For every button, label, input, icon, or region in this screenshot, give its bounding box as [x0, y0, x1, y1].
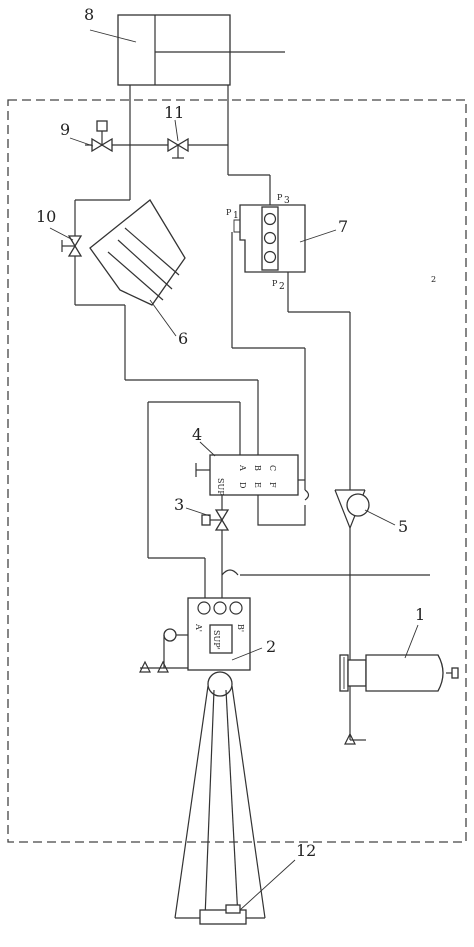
regulator-6-diag2 [117, 239, 173, 290]
valve-2-port2 [213, 601, 227, 615]
regulator-6-diag1 [107, 251, 164, 301]
valve-10: 10 [36, 207, 83, 257]
port-d: D [238, 482, 247, 488]
label-7: 7 [338, 217, 348, 236]
check-valve-5: 5 [334, 489, 408, 536]
port-p3-letter: P [277, 193, 283, 202]
valve-3: 3 [174, 495, 230, 598]
exhaust-triangle-2 [157, 660, 169, 673]
port-p2-letter: P [272, 279, 278, 288]
rope-inner-left [204, 689, 215, 919]
rope-outer-left [174, 685, 209, 919]
valve-11-right [176, 137, 189, 153]
label-8: 8 [84, 5, 94, 24]
valve-2-tag: SUP' [212, 630, 221, 650]
pipe-4-e-f [257, 495, 306, 526]
source-1-tip [451, 667, 459, 679]
block-4-tag: SUP [216, 478, 225, 496]
label-3: 3 [174, 495, 184, 514]
check-5-ball [346, 493, 370, 517]
rope-inner-right [225, 689, 239, 919]
valve-3-bottom [214, 518, 230, 531]
pressure-block-7: P 1 P 2 P 3 7 [226, 193, 348, 292]
port-a-prime: A' [194, 623, 203, 632]
label-1: 1 [415, 605, 425, 624]
label-10: 10 [36, 207, 56, 226]
label-2: 2 [266, 637, 276, 656]
label-9: 9 [60, 120, 70, 139]
leader-4 [199, 441, 216, 457]
leader-10 [49, 227, 74, 241]
pipe-hop [221, 569, 239, 576]
source-1-body [365, 654, 444, 692]
leader-5 [364, 509, 396, 526]
label-12: 12 [296, 841, 316, 860]
leader-2 [231, 647, 263, 661]
valve-2-port1 [197, 601, 211, 615]
leader-12 [239, 859, 296, 911]
port-p2-sub: 2 [279, 282, 285, 292]
regulator-6: 6 [89, 199, 188, 348]
dashed-boundary [7, 99, 467, 843]
port-p1-sub: 1 [233, 211, 239, 221]
valve-3-top [214, 509, 230, 522]
valve-2-port3 [229, 601, 243, 615]
regulator-6-body [89, 199, 186, 306]
label-6: 6 [178, 329, 188, 348]
valve-9-left [91, 137, 104, 153]
source-1-collar [347, 659, 367, 687]
pedal-12: 12 [174, 685, 316, 925]
valve-9-actuator [96, 120, 108, 132]
port-e: E [253, 482, 262, 488]
air-source-1: 1 [339, 605, 459, 745]
block-7-port2 [263, 231, 277, 245]
valve-11-left [167, 137, 180, 153]
pedal-12-knob [225, 904, 241, 914]
port-p3-sub: 3 [284, 196, 290, 206]
valve-11: 11 [164, 103, 189, 159]
block-7-port3 [263, 250, 277, 264]
leader-3 [185, 507, 211, 517]
port-b-prime: B' [236, 624, 245, 632]
leader-9 [69, 137, 94, 147]
label-4: 4 [192, 425, 202, 444]
port-p1-letter: P [226, 208, 232, 217]
block-4-body [209, 454, 299, 496]
port-c: C [268, 465, 277, 471]
block-7-tab [233, 219, 240, 233]
exhaust-triangle-1 [139, 660, 151, 673]
regulator-6-diag3 [124, 227, 180, 276]
valve-2-gauge [163, 628, 177, 642]
valve-10-top [67, 235, 83, 248]
leader-6 [149, 299, 177, 337]
region-mark: 2 [431, 275, 436, 284]
valve-9-right [100, 137, 113, 153]
valve-2-inner [209, 624, 233, 654]
rope-outer-right [231, 685, 266, 919]
main-valve-2: A' B' SUP' 2 [139, 597, 276, 673]
label-5: 5 [398, 517, 408, 536]
leader-11 [174, 119, 179, 142]
roller [207, 671, 233, 697]
label-11: 11 [164, 103, 184, 122]
valve-9: 9 [60, 120, 113, 153]
port-a: A [238, 464, 247, 471]
port-b: B [253, 465, 262, 471]
port-f: F [268, 482, 277, 488]
valve-block-4: SUP A B C D E F 4 [192, 425, 305, 496]
valve-3-actuator [201, 514, 211, 526]
source-1-triangle [344, 732, 356, 745]
cylinder-body [117, 14, 231, 86]
leader-1 [404, 624, 419, 659]
leader-7 [299, 229, 337, 243]
cylinder-8: 8 [84, 5, 285, 86]
valve-10-bottom [67, 244, 83, 257]
pipe-crossover [304, 489, 310, 501]
block-7-port1 [263, 212, 277, 226]
leader-8 [89, 29, 137, 43]
